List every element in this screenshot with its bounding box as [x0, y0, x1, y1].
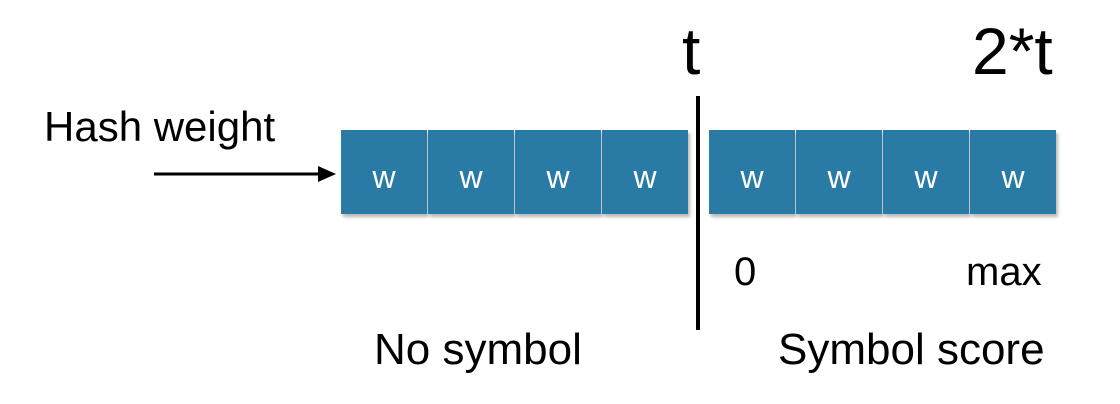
weight-cell: w [602, 130, 688, 214]
arrow-head [318, 166, 336, 182]
label-no-symbol: No symbol [374, 325, 582, 374]
weight-cell: w [428, 130, 514, 214]
weight-cell: w [796, 130, 882, 214]
weight-cell: w [515, 130, 601, 214]
weight-cell: w [341, 130, 427, 214]
weight-cell: w [709, 130, 795, 214]
label-t: t [682, 14, 701, 88]
threshold-divider [696, 96, 700, 330]
label-symbol-score: Symbol score [778, 325, 1045, 374]
label-2t: 2*t [972, 14, 1053, 88]
weight-cell: w [970, 130, 1056, 214]
label-zero: 0 [734, 250, 757, 294]
label-hash-weight: Hash weight [44, 103, 276, 150]
weight-cell: w [883, 130, 969, 214]
label-max: max [966, 250, 1042, 294]
hash-weight-arrow [154, 166, 336, 182]
